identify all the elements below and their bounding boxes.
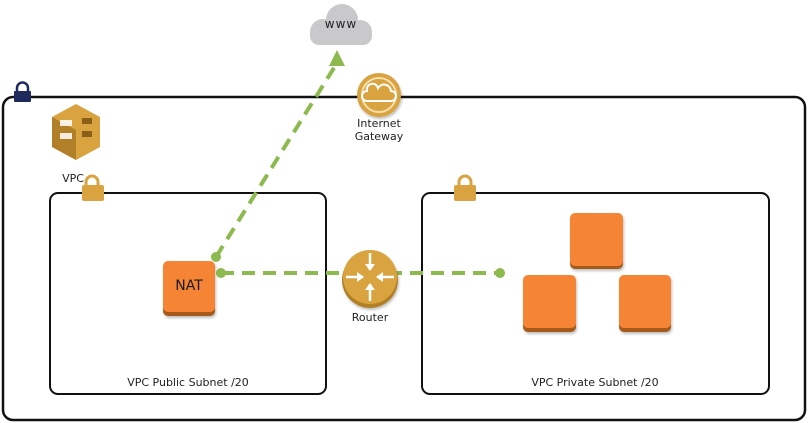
- router-icon: [342, 250, 398, 308]
- router-label: Router: [351, 311, 389, 324]
- vpc-container: [1, 95, 807, 422]
- internet-gateway-label: Internet Gateway: [354, 117, 404, 143]
- private-subnet-lock-icon: [454, 174, 476, 201]
- private-instance-icon-right: [619, 275, 671, 332]
- vpc-icon: [52, 104, 100, 160]
- nat-instance-icon: [163, 261, 215, 316]
- public-subnet-label: VPC Public Subnet /20: [127, 376, 249, 389]
- nat-label: NAT: [175, 278, 203, 294]
- cloud-icon: [310, 4, 372, 45]
- private-instance-icon-top: [570, 213, 623, 269]
- public-subnet-box: [49, 192, 327, 395]
- www-label: www: [324, 17, 358, 31]
- internet-gateway-icon: [357, 73, 401, 117]
- nat-to-internet-connector: [211, 50, 345, 262]
- private-subnet-box: [421, 192, 770, 395]
- private-subnet-label: VPC Private Subnet /20: [531, 376, 659, 389]
- nat-to-private-connector: [216, 268, 505, 278]
- vpc-label: VPC: [62, 172, 84, 185]
- private-instance-icon-left: [523, 275, 576, 332]
- vpc-lock-icon: [14, 81, 31, 102]
- public-subnet-lock-icon: [82, 174, 104, 201]
